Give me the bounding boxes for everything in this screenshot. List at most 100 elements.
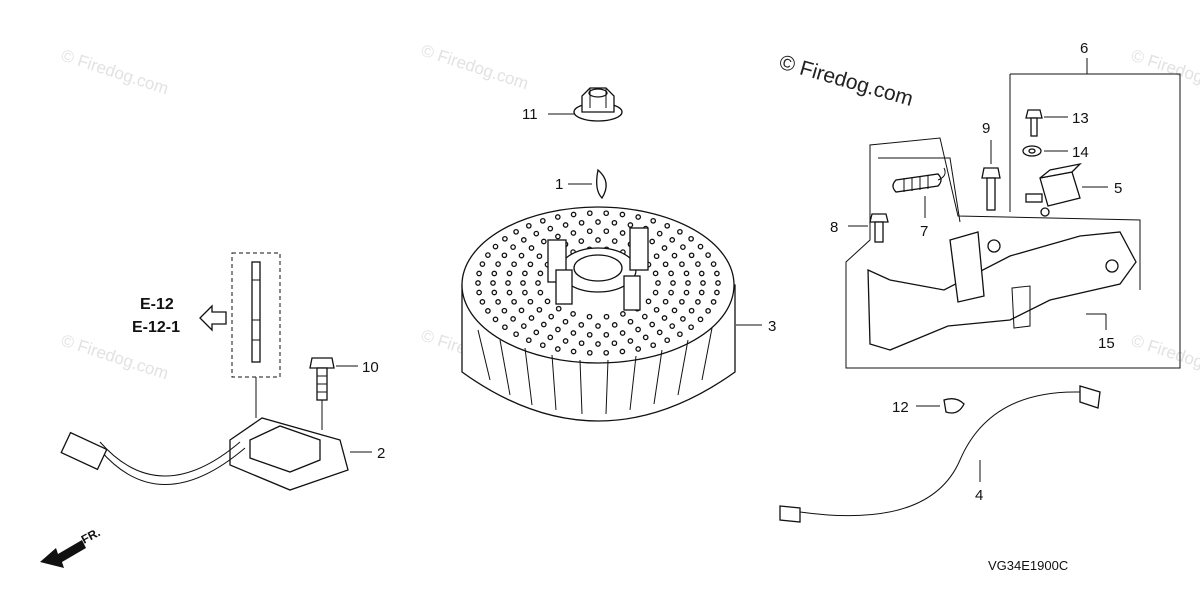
part-flywheel[interactable] — [461, 206, 736, 422]
flywheel-hole — [586, 313, 593, 320]
flywheel-hole — [595, 237, 601, 243]
flywheel-hole — [603, 228, 610, 235]
flywheel-hole — [669, 323, 676, 329]
watermark-text: © Firedog.com — [59, 46, 171, 99]
flywheel-hole — [533, 230, 540, 237]
callout-12: 12 — [892, 399, 909, 416]
flywheel-hole — [627, 318, 634, 325]
part-flange-nut[interactable] — [573, 87, 623, 122]
part-switch-5[interactable] — [1025, 162, 1082, 217]
flywheel-hole — [661, 245, 668, 251]
flywheel-hole — [671, 307, 678, 314]
flywheel-hole — [540, 321, 547, 328]
part-bolt-10[interactable] — [309, 357, 335, 401]
flywheel-hole — [649, 321, 656, 328]
flywheel-hole — [518, 252, 525, 259]
part-bolt-8[interactable] — [869, 213, 889, 243]
flywheel-hole — [536, 253, 543, 260]
flywheel-hole — [495, 261, 501, 267]
flywheel-hole — [586, 210, 593, 217]
flywheel-hole — [611, 238, 618, 244]
diagram-code: VG34E1900C — [988, 558, 1068, 573]
flywheel-hole — [555, 233, 561, 240]
flywheel-hole — [710, 299, 717, 305]
flywheel-hole — [527, 298, 534, 305]
flywheel-hole — [505, 280, 511, 286]
callout-2: 2 — [377, 445, 385, 462]
flywheel-hole — [520, 237, 527, 243]
flywheel-hole — [611, 322, 618, 328]
flywheel-hole — [535, 280, 541, 286]
part-stud-bolt[interactable] — [251, 261, 261, 363]
flywheel-hole — [490, 280, 496, 286]
flywheel-hole — [547, 334, 554, 341]
flywheel-hole — [492, 243, 499, 250]
flywheel-hole — [656, 230, 663, 237]
flywheel-hole — [491, 270, 498, 277]
flywheel-hole — [635, 214, 642, 220]
flywheel-hole — [688, 324, 694, 331]
flywheel-hole — [586, 228, 593, 235]
flywheel-hole — [475, 280, 481, 286]
flywheel-hole — [485, 252, 491, 258]
flywheel-hole — [603, 313, 610, 320]
callout-10: 10 — [362, 359, 379, 376]
brand-text: © Firedog.com — [777, 51, 916, 111]
flywheel-hole — [664, 222, 671, 229]
flywheel-hole — [554, 346, 561, 352]
flywheel-hole — [641, 313, 648, 320]
flywheel-hole — [627, 222, 634, 228]
part-washer-14[interactable] — [1022, 145, 1042, 157]
flywheel-hole — [595, 219, 601, 225]
callout-15: 15 — [1098, 335, 1115, 352]
flywheel-hole — [578, 238, 585, 244]
flywheel-hole — [652, 289, 659, 296]
watermark-text: © Firedog.com — [1129, 331, 1200, 384]
watermark-text: © Firedog.com — [419, 41, 531, 94]
part-clip-12[interactable] — [943, 398, 965, 414]
flywheel-hole — [547, 225, 554, 232]
reference-line-1: E-12 — [140, 296, 174, 313]
flywheel-hole — [619, 230, 626, 236]
flywheel-hole — [537, 289, 544, 296]
assembly-group-frame — [845, 73, 1181, 369]
flywheel-hole — [649, 238, 656, 245]
part-control-bracket[interactable] — [867, 231, 1137, 351]
flywheel-hole — [688, 252, 695, 259]
flywheel-hole — [578, 219, 585, 226]
flywheel-hole — [506, 270, 513, 277]
callout-3: 3 — [768, 318, 776, 335]
flywheel-hole — [492, 316, 499, 323]
flywheel-hole — [705, 252, 711, 258]
part-woodruff-key[interactable] — [596, 168, 607, 200]
front-direction-indicator: FR. — [40, 525, 102, 568]
flywheel-hole — [677, 331, 683, 338]
flywheel-hole — [578, 322, 585, 328]
flywheel-hole — [683, 289, 690, 296]
part-ignition-coil[interactable] — [60, 417, 349, 491]
reference-arrow-icon — [199, 304, 227, 332]
flywheel-hole — [525, 337, 532, 344]
flywheel-hole — [586, 331, 593, 338]
part-bolt-9[interactable] — [981, 167, 1001, 211]
part-spring-7[interactable] — [892, 167, 946, 193]
callout-1: 1 — [555, 176, 563, 193]
flywheel-hole — [635, 346, 642, 352]
flywheel-hole — [669, 237, 676, 243]
flywheel-hole — [540, 238, 547, 245]
flywheel-hole — [548, 313, 555, 320]
part-stop-wire[interactable] — [779, 385, 1101, 523]
flywheel-hole — [555, 326, 561, 333]
flywheel-hole — [603, 331, 610, 338]
flywheel-hole — [679, 298, 685, 305]
flywheel-fins — [477, 327, 713, 415]
flywheel-hole — [533, 329, 540, 336]
flywheel-hole — [611, 219, 618, 226]
flywheel-hole — [668, 270, 674, 277]
callout-6: 6 — [1080, 40, 1088, 57]
part-screw-13[interactable] — [1025, 109, 1043, 137]
flywheel-hole — [479, 261, 486, 267]
flywheel-hole — [570, 311, 576, 317]
flywheel-hole — [570, 348, 577, 355]
